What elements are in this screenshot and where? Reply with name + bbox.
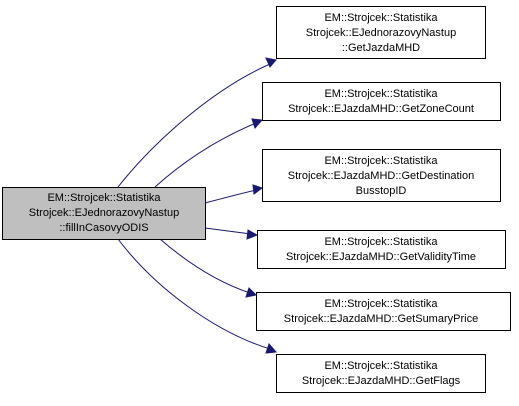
node-get-jazda-mhd[interactable]: EM::Strojcek::Statistika Strojcek::EJedn… <box>276 6 486 59</box>
node-label-line: Strojcek::EJazdaMHD::GetDestination <box>288 170 474 182</box>
edges <box>117 57 278 354</box>
node-label-line: EM::Strojcek::Statistika <box>324 360 438 372</box>
edge-to-get-zone-count <box>154 118 264 188</box>
node-label-line: BusstopID <box>356 185 407 197</box>
node-label-line: EM::Strojcek::Statistika <box>324 155 438 167</box>
node-box <box>276 354 486 393</box>
node-box <box>257 230 506 269</box>
edge-to-get-jazda-mhd <box>117 57 277 188</box>
edge-to-get-flags <box>117 238 278 354</box>
edge-to-get-sumary-price <box>159 238 258 298</box>
edge-to-get-destination-busstop-id <box>204 184 264 204</box>
node-get-zone-count[interactable]: EM::Strojcek::Statistika Strojcek::EJazd… <box>262 82 501 121</box>
edge-to-get-validity-time <box>204 227 259 240</box>
node-box <box>262 149 501 202</box>
node-get-destination-busstop-id[interactable]: EM::Strojcek::Statistika Strojcek::EJazd… <box>262 149 501 202</box>
node-get-sumary-price[interactable]: EM::Strojcek::Statistika Strojcek::EJazd… <box>256 292 511 331</box>
node-label-line: EM::Strojcek::Statistika <box>324 298 438 310</box>
node-label-line: EM::Strojcek::Statistika <box>324 88 438 100</box>
node-fill-in-casovy-odis[interactable]: EM::Strojcek::Statistika Strojcek::EJedn… <box>2 187 206 240</box>
node-box <box>256 292 511 331</box>
node-label-line: EM::Strojcek::Statistika <box>324 236 438 248</box>
node-label-line: ::fillInCasovyODIS <box>59 222 148 234</box>
node-label-line: Strojcek::EJazdaMHD::GetZoneCount <box>288 103 474 115</box>
node-label-line: ::GetJazdaMHD <box>342 42 420 54</box>
node-label-line: Strojcek::EJazdaMHD::GetSumaryPrice <box>284 313 478 325</box>
node-get-flags[interactable]: EM::Strojcek::Statistika Strojcek::EJazd… <box>276 354 486 393</box>
node-box <box>262 82 501 121</box>
node-label-line: EM::Strojcek::Statistika <box>47 192 161 204</box>
node-label-line: Strojcek::EJednorazovyNastup <box>29 207 179 219</box>
node-label-line: Strojcek::EJazdaMHD::GetValidityTime <box>286 251 476 263</box>
node-label-line: Strojcek::EJednorazovyNastup <box>306 27 456 39</box>
node-label-line: EM::Strojcek::Statistika <box>324 12 438 24</box>
node-label-line: Strojcek::EJazdaMHD::GetFlags <box>302 375 461 387</box>
node-box <box>276 6 486 59</box>
node-get-validity-time[interactable]: EM::Strojcek::Statistika Strojcek::EJazd… <box>257 230 506 269</box>
node-box <box>2 187 206 240</box>
